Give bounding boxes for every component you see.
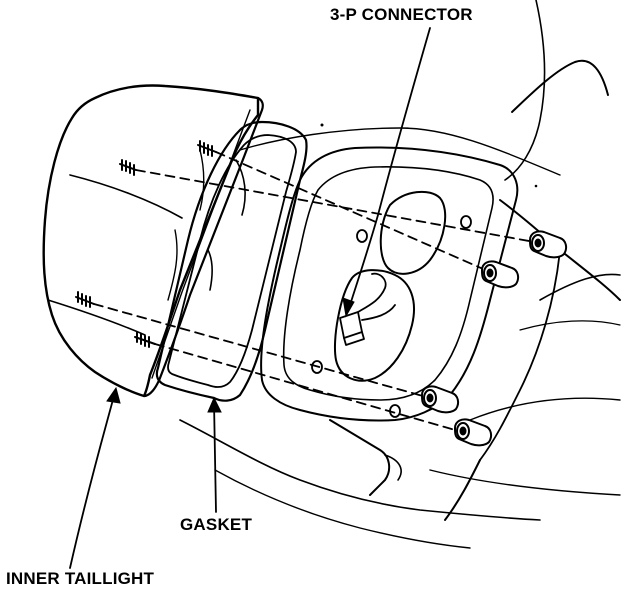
leader-lines bbox=[69, 27, 431, 569]
arrow-icon bbox=[207, 396, 222, 413]
specks bbox=[320, 123, 538, 188]
inner-taillight bbox=[42, 84, 264, 398]
nut-icon bbox=[421, 385, 460, 414]
arrowheads bbox=[106, 297, 355, 413]
arrow-icon bbox=[106, 386, 121, 404]
vehicle-body bbox=[179, 0, 621, 549]
nut-icon bbox=[454, 418, 493, 447]
nut-icon bbox=[481, 260, 520, 289]
nuts bbox=[421, 230, 568, 447]
arrow-icon bbox=[342, 297, 355, 318]
3p-connector bbox=[339, 272, 396, 346]
label-inner-taillight: INNER TAILLIGHT bbox=[6, 569, 155, 588]
mounting-stud bbox=[134, 331, 156, 348]
mounting-stud bbox=[119, 159, 137, 176]
nut-icon bbox=[529, 230, 568, 259]
alignment-lines bbox=[93, 151, 541, 433]
label-3p-connector: 3-P CONNECTOR bbox=[330, 5, 473, 24]
mounting-stud bbox=[197, 140, 217, 157]
mounting-stud bbox=[75, 291, 95, 308]
label-gasket: GASKET bbox=[180, 515, 252, 534]
